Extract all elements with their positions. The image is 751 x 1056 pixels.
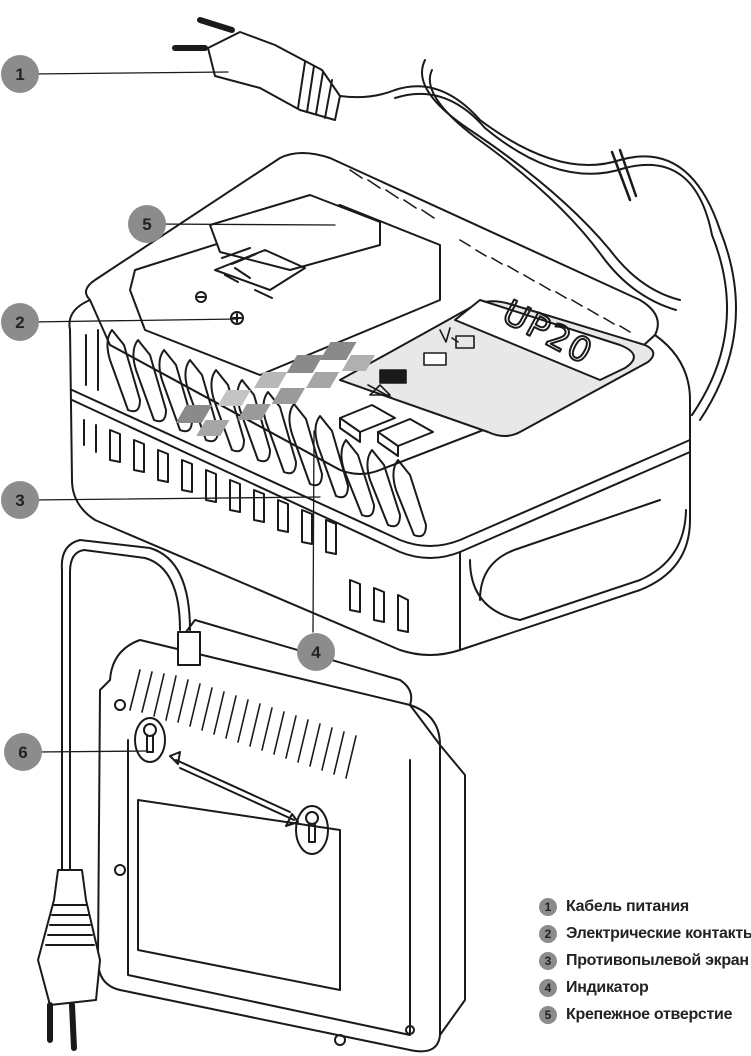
legend-label: Крепежное отверстие (566, 1005, 733, 1023)
battery-level-icon (423, 352, 447, 366)
legend-item-4: 4 Индикатор (539, 974, 751, 1001)
callout-4-circle (297, 633, 335, 671)
legend-label: Противопылевой экран (566, 951, 749, 969)
indicator-leds (175, 342, 376, 436)
keyhole-left-icon (134, 717, 166, 763)
control-panel-icon (339, 299, 655, 437)
leader-lines (29, 71, 336, 753)
legend-item-3: 3 Противопылевой экран (539, 947, 751, 974)
leader-line-1 (31, 71, 229, 75)
callout-1-number: 1 (15, 65, 24, 84)
legend-label: Электрические контакты (566, 924, 751, 942)
battery-temp-icon (455, 335, 475, 349)
panel-buttons (339, 404, 434, 457)
leader-line-5 (151, 223, 336, 226)
legend: 1 Кабель питания 2 Электрические контакт… (539, 893, 751, 1056)
mode-button[interactable] (339, 404, 396, 433)
callout-3-circle (1, 481, 39, 519)
battery-full-icon (379, 369, 407, 384)
callout-2: 2 (1, 303, 39, 341)
legend-item-1: 1 Кабель питания (539, 893, 751, 920)
leader-line-3 (29, 496, 321, 501)
callout-5: 5 (128, 205, 166, 243)
led-6 (271, 388, 305, 404)
keyhole-right-icon (295, 805, 329, 855)
callout-2-number: 2 (15, 313, 24, 332)
callout-4-number: 4 (311, 643, 321, 662)
legend-label: Кабель питания (566, 897, 689, 915)
check-plug-icon (439, 327, 459, 343)
back-screw-icon (114, 699, 415, 1046)
legend-number: 5 (539, 1005, 557, 1024)
legend-item-2: 2 Электрические контакты (539, 920, 751, 947)
led-10 (237, 404, 271, 420)
legend-item-5: 5 Крепежное отверстие (539, 1001, 751, 1028)
legend-number: 4 (539, 978, 557, 997)
led-3 (286, 355, 324, 373)
panel-symbols (367, 327, 475, 399)
leader-line-4 (312, 430, 315, 633)
led-5 (253, 372, 288, 388)
distance-arrow-icon (169, 751, 299, 827)
callout-1-circle (1, 55, 39, 93)
cable-icon (394, 59, 737, 421)
legend-number: 3 (539, 951, 557, 970)
callout-6-number: 6 (18, 743, 27, 762)
charger-back-icon (97, 619, 466, 1053)
battery-slot-icon (129, 194, 441, 376)
legend-number: 2 (539, 924, 557, 943)
legend-label: Индикатор (566, 978, 649, 996)
leader-line-6 (35, 750, 149, 753)
bottom-plug-icon (37, 869, 101, 1051)
led-7 (217, 390, 251, 406)
callout-6: 6 (4, 733, 42, 771)
callout-1: 1 (1, 55, 39, 93)
warning-icon (367, 384, 393, 399)
callout-2-circle (1, 303, 39, 341)
legend-number: 1 (539, 897, 557, 916)
callout-3: 3 (1, 481, 39, 519)
callout-4: 4 (297, 633, 335, 671)
led-2 (341, 355, 376, 371)
led-4 (305, 372, 340, 388)
led-8 (175, 405, 213, 423)
callout-5-circle (128, 205, 166, 243)
led-1 (320, 342, 357, 360)
callout-6-circle (4, 733, 42, 771)
leader-line-2 (29, 318, 239, 323)
callout-3-number: 3 (15, 491, 24, 510)
bottom-cable-icon (60, 539, 201, 871)
callout-5-number: 5 (142, 215, 151, 234)
led-9 (196, 420, 230, 436)
top-plug-icon (172, 17, 396, 121)
start-button[interactable] (377, 418, 434, 447)
mount-screw-icon (195, 291, 244, 325)
